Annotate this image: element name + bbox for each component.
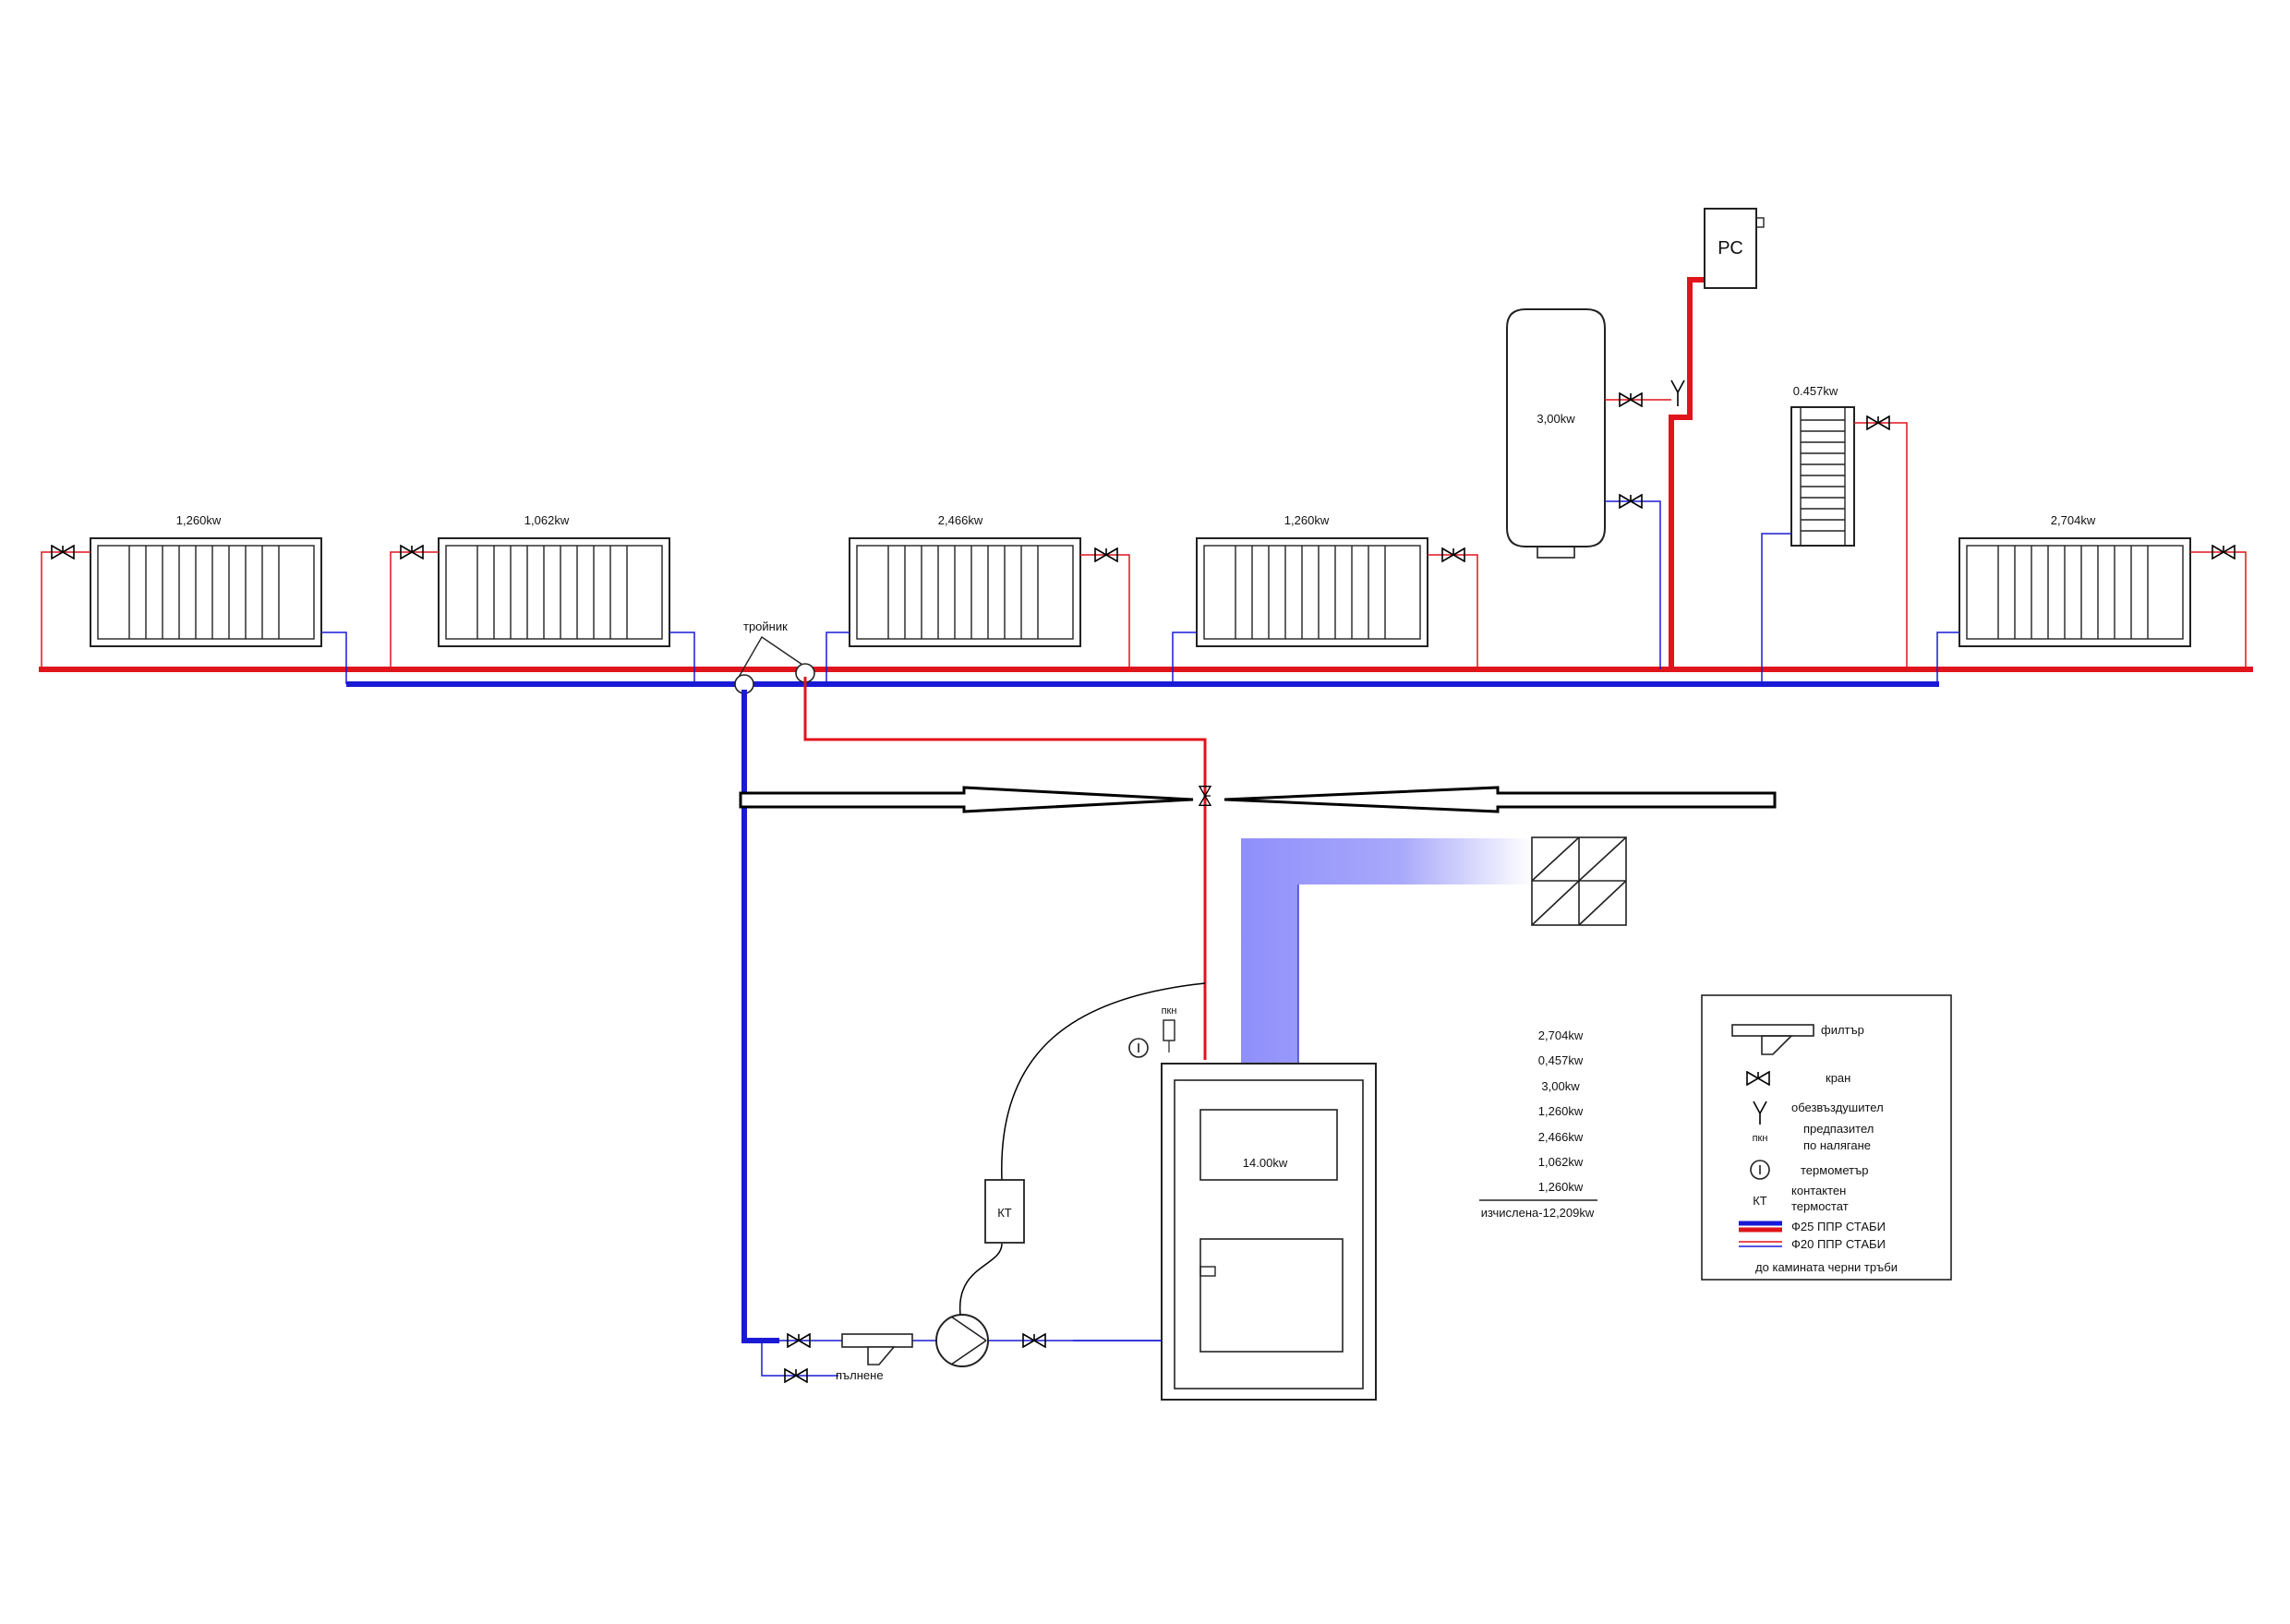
tee-leader — [733, 635, 806, 686]
radiator-3: 2,466kw — [849, 513, 1081, 647]
legend-pipe25-text: Ф25 ППР СТАБИ — [1791, 1220, 1886, 1233]
power-item-6: 1,062kw — [1538, 1155, 1584, 1169]
radiator-1-label: 1,260kw — [176, 513, 222, 527]
filling-pipe — [761, 1341, 838, 1377]
legend-pressure-text-2: по налягане — [1803, 1138, 1871, 1152]
radiator-2-supply — [390, 551, 439, 669]
boiler-supply-pipe — [803, 677, 1207, 1060]
towel-return-pipe — [1761, 533, 1791, 684]
hot-water-tank-label: 3,00kw — [1537, 412, 1575, 426]
radiator-1-return — [321, 632, 347, 684]
pressure-relief-valve: пкн — [1162, 1005, 1177, 1053]
legend: филтър кран обезвъздушител пкн предпазит… — [1701, 994, 1952, 1281]
radiator-3-return — [826, 632, 850, 684]
legend-thermostat-text-1: контактен — [1791, 1184, 1846, 1197]
filling-label: пълнене — [836, 1368, 884, 1382]
boiler-return-pipe — [741, 690, 779, 1343]
radiator-2-label: 1,062kw — [524, 513, 570, 527]
towel-radiator-label: 0.457kw — [1793, 384, 1838, 398]
radiator-2-return — [669, 632, 695, 684]
expansion-tank-label: РС — [1718, 238, 1743, 259]
legend-filter-icon — [1731, 1024, 1814, 1055]
towel-supply-pipe — [1854, 422, 1908, 669]
contact-thermostat-label: КТ — [997, 1206, 1012, 1220]
legend-pressure-symbol: пкн — [1753, 1133, 1768, 1144]
radiator-5-label: 2,704kw — [2051, 513, 2096, 527]
legend-filter-text: филтър — [1821, 1023, 1864, 1037]
air-vent-icon — [1670, 379, 1685, 406]
left-black-pipe-arrow — [739, 786, 1194, 813]
boiler-power-label: 14.00kw — [1243, 1156, 1288, 1170]
radiator-3-supply — [1080, 554, 1130, 669]
power-item-2: 0,457kw — [1538, 1053, 1584, 1067]
power-item-1: 2,704kw — [1538, 1029, 1584, 1042]
circulation-pump-icon[interactable] — [935, 1314, 989, 1367]
legend-air-vent-icon — [1753, 1101, 1767, 1125]
radiator-4-label: 1,260kw — [1284, 513, 1330, 527]
power-item-7: 1,260kw — [1538, 1180, 1584, 1194]
chimney-grille — [1531, 836, 1627, 926]
filter-icon — [841, 1333, 913, 1365]
thermostat-cable — [959, 1243, 1003, 1316]
radiator-2: 1,062kw — [438, 513, 670, 647]
radiator-5-return — [1936, 632, 1959, 684]
radiator-4-supply — [1428, 554, 1478, 669]
radiator-5-supply — [2190, 551, 2247, 669]
flue-pipe — [1241, 838, 1533, 1064]
tank-return-pipe — [1605, 500, 1661, 669]
radiator-4-return — [1172, 632, 1197, 684]
radiator-4: 1,260kw — [1196, 513, 1428, 647]
hot-water-tank: 3,00kw — [1506, 308, 1606, 559]
thermometer-icon — [1128, 1038, 1149, 1058]
radiator-5: 2,704kw — [1959, 513, 2191, 647]
legend-kt-symbol: КТ — [1753, 1194, 1767, 1208]
legend-thermometer-icon — [1750, 1160, 1770, 1180]
power-list: 2,704kw 0,457kw 3,00kw 1,260kw 2,466kw 1… — [1479, 1029, 1597, 1220]
legend-thermometer-text: термометър — [1801, 1163, 1868, 1177]
power-item-3: 3,00kw — [1541, 1079, 1580, 1093]
radiator-1: 1,260kw — [90, 513, 322, 647]
tee-label: тройник — [743, 620, 788, 633]
towel-radiator: 0.457kw — [1790, 384, 1855, 547]
contact-thermostat: КТ — [984, 1179, 1025, 1244]
power-item-4: 1,260kw — [1538, 1104, 1584, 1118]
legend-valve-text: кран — [1826, 1071, 1850, 1085]
pressure-relief-label: пкн — [1162, 1005, 1177, 1017]
legend-pressure-text-1: предпазител — [1803, 1122, 1874, 1136]
legend-thermostat-text-2: термостат — [1791, 1199, 1849, 1213]
legend-pipe20-text: Ф20 ППР СТАБИ — [1791, 1237, 1886, 1251]
radiator-3-label: 2,466kw — [938, 513, 983, 527]
right-black-pipe-arrow — [1223, 786, 1777, 813]
power-total: изчислена-12,209kw — [1481, 1206, 1595, 1220]
expansion-tank-pc: РС — [1704, 208, 1765, 289]
legend-air-vent-text: обезвъздушител — [1791, 1101, 1884, 1114]
radiator-1-supply — [41, 551, 90, 669]
expansion-riser-pipe — [1669, 277, 1714, 669]
fireplace-boiler: 14.00kw — [1161, 1063, 1377, 1401]
power-item-5: 2,466kw — [1538, 1130, 1584, 1144]
thermostat-capillary — [1001, 982, 1206, 1181]
legend-black-pipes-text: до камината черни тръби — [1755, 1260, 1898, 1274]
